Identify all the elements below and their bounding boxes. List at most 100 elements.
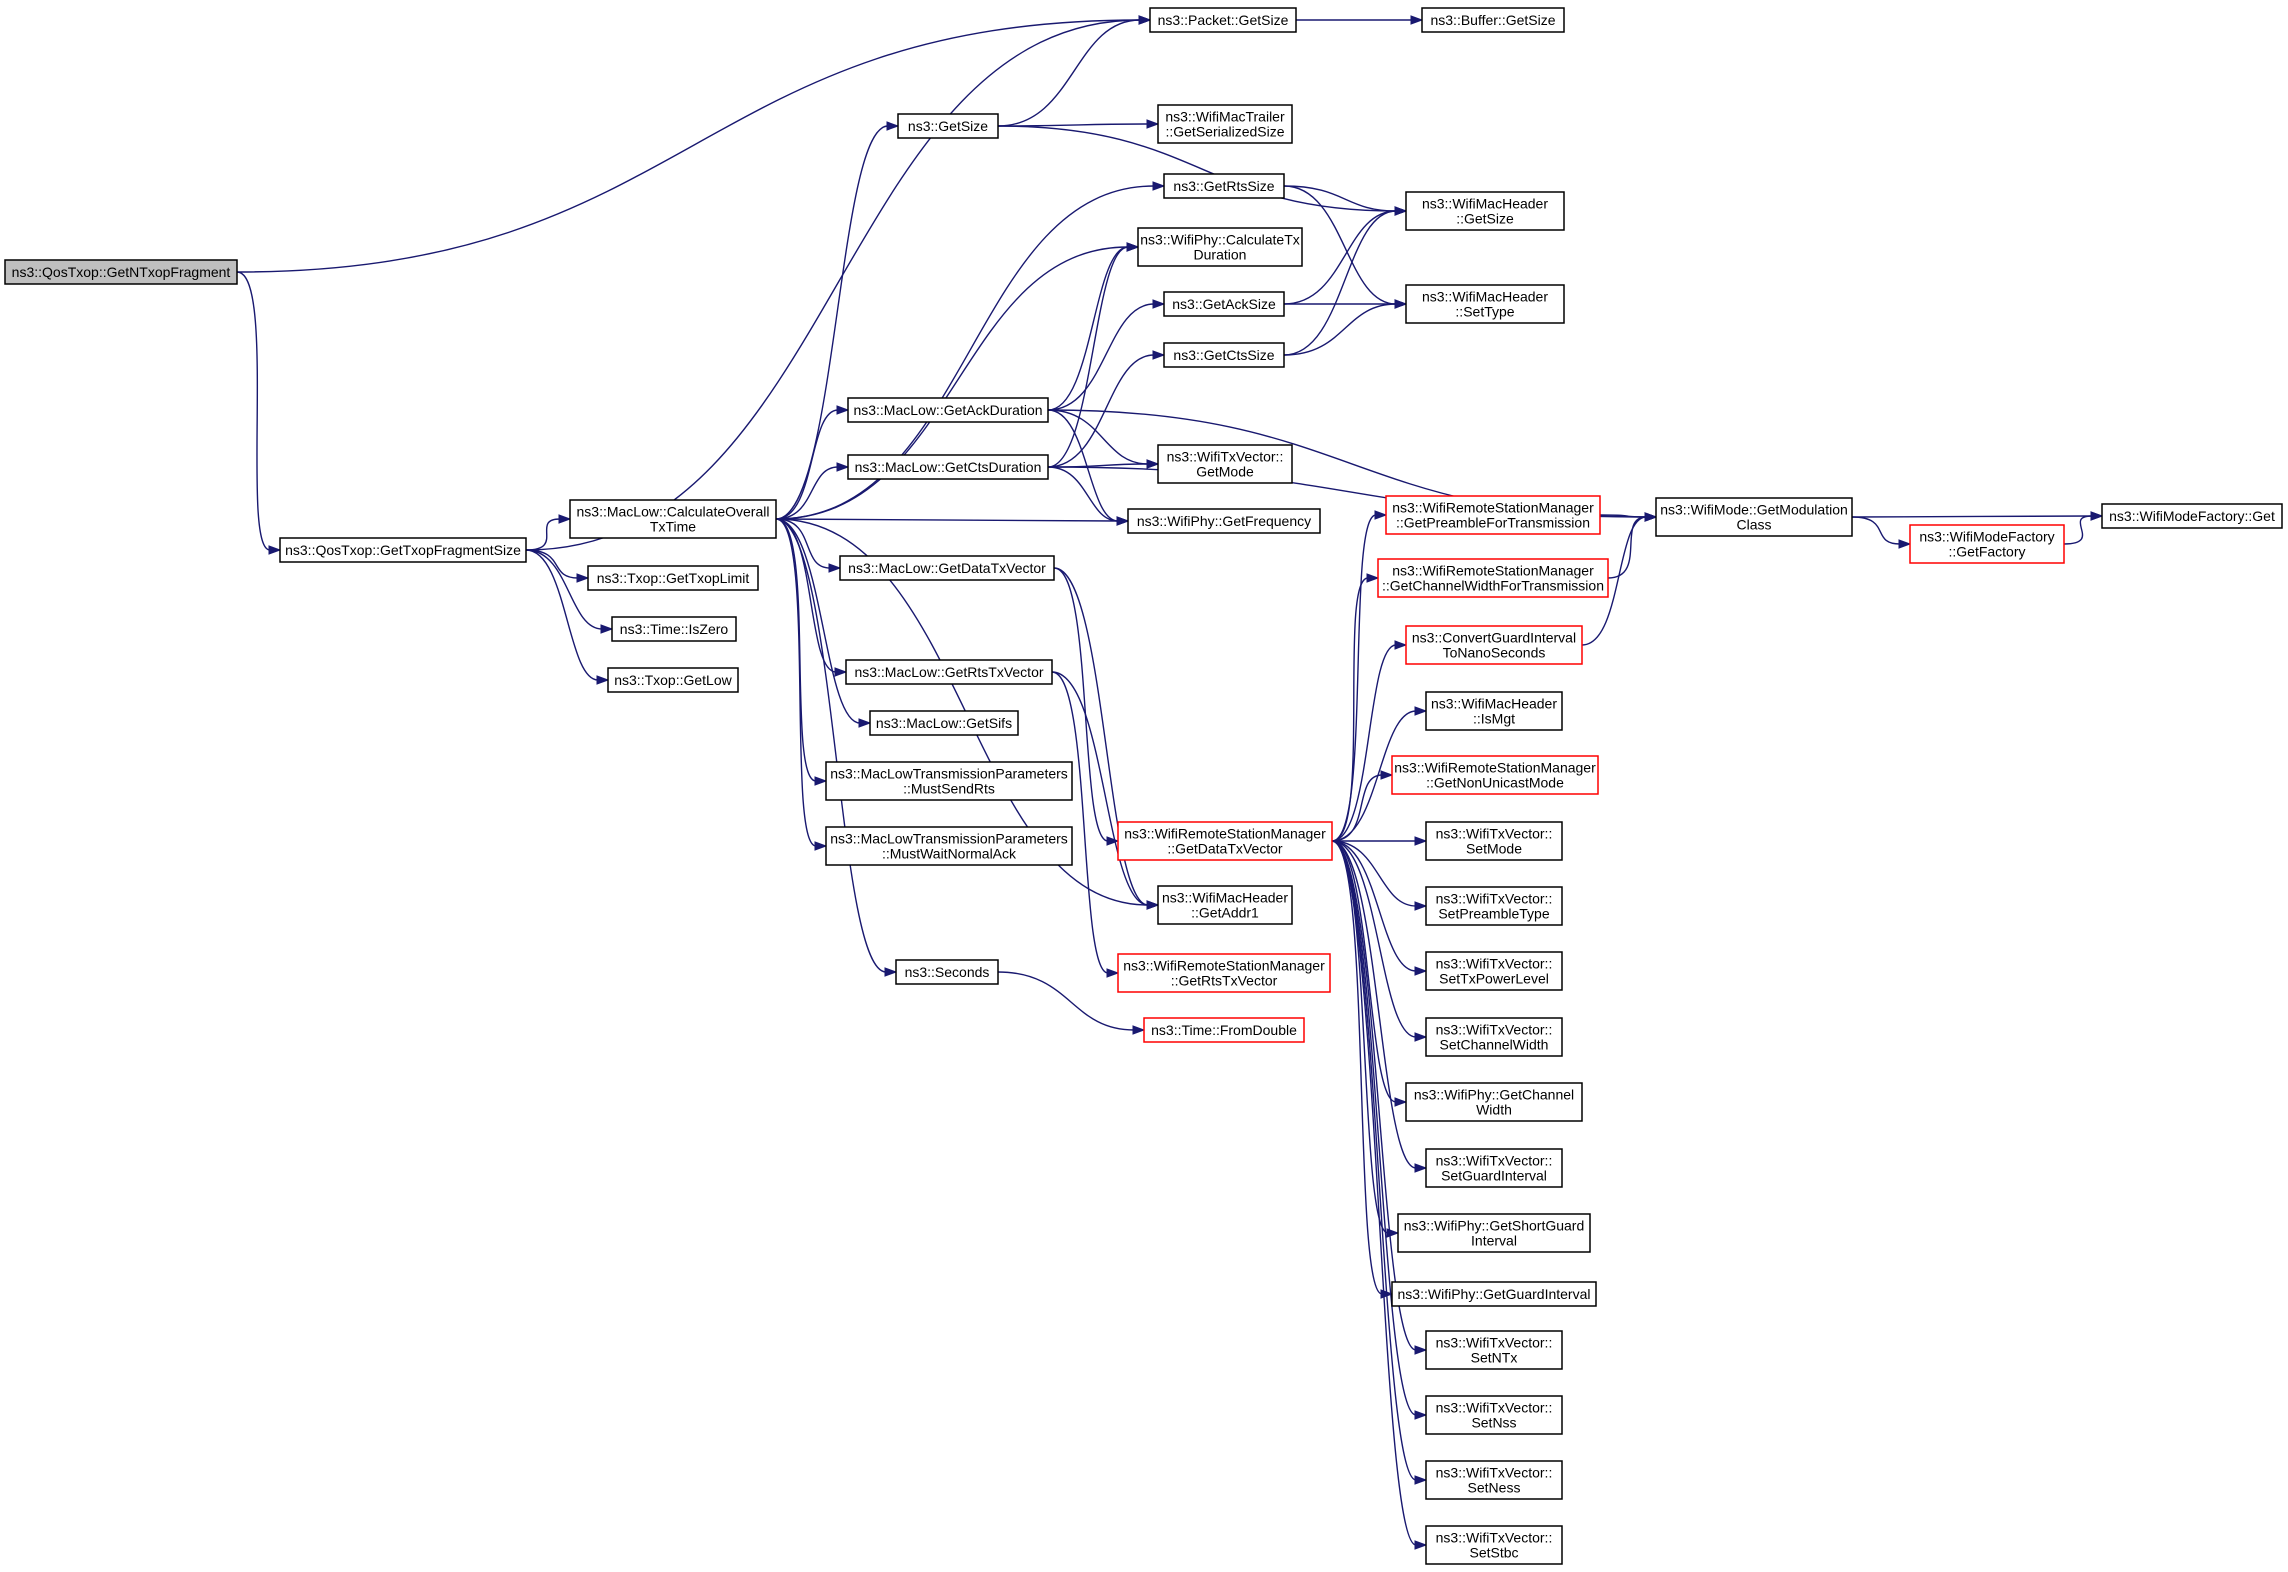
- function-node[interactable]: ns3::WifiTxVector::SetNss: [1425, 1395, 1563, 1435]
- function-node[interactable]: ns3::GetAckSize: [1163, 291, 1285, 317]
- function-node[interactable]: ns3::MacLowTransmissionParameters::MustW…: [825, 826, 1073, 866]
- function-node[interactable]: ns3::WifiModeFactory::GetFactory: [1909, 524, 2065, 564]
- node-label: ns3::WifiTxVector::: [1436, 891, 1553, 907]
- call-edge: [775, 462, 850, 520]
- function-node[interactable]: ns3::WifiModeFactory::Get: [2101, 503, 2283, 529]
- edge-arrowhead: [1374, 510, 1388, 520]
- node-label: ns3::WifiTxVector::: [1436, 956, 1553, 972]
- function-node[interactable]: ns3::WifiMacHeader::SetType: [1405, 284, 1565, 324]
- node-box: [1143, 1017, 1305, 1043]
- function-node[interactable]: ns3::WifiRemoteStationManager::GetRtsTxV…: [1117, 953, 1331, 993]
- node-label: ns3::WifiMode::GetModulation: [1660, 502, 1848, 518]
- edge-arrowhead: [268, 545, 282, 555]
- node-label: ns3::WifiPhy::GetFrequency: [1137, 513, 1311, 529]
- function-node[interactable]: ns3::GetRtsSize: [1163, 173, 1285, 199]
- node-label: ::IsMgt: [1473, 711, 1515, 727]
- function-node[interactable]: ns3::WifiTxVector::GetMode: [1157, 444, 1293, 484]
- edge-arrowhead: [1414, 1410, 1428, 1420]
- node-label: ns3::WifiTxVector::: [1436, 1335, 1553, 1351]
- function-node[interactable]: ns3::WifiTxVector::SetNTx: [1425, 1330, 1563, 1370]
- function-node[interactable]: ns3::WifiTxVector::SetMode: [1425, 821, 1563, 861]
- call-edge: [525, 549, 610, 685]
- function-node[interactable]: ns3::MacLowTransmissionParameters::MustS…: [825, 761, 1073, 801]
- node-box: [1425, 1525, 1563, 1565]
- node-label: ns3::MacLow::GetCtsDuration: [855, 459, 1042, 475]
- function-node[interactable]: ns3::WifiTxVector::SetPreambleType: [1425, 886, 1563, 926]
- function-node[interactable]: ns3::WifiRemoteStationManager::GetNonUni…: [1391, 755, 1599, 795]
- function-node[interactable]: ns3::WifiMacHeader::GetAddr1: [1157, 885, 1293, 925]
- function-node[interactable]: ns3::WifiPhy::GetGuardInterval: [1391, 1281, 1597, 1307]
- node-label: ns3::WifiRemoteStationManager: [1394, 760, 1596, 776]
- function-node[interactable]: ns3::Seconds: [895, 959, 999, 985]
- function-node[interactable]: ns3::WifiTxVector::SetTxPowerLevel: [1425, 951, 1563, 991]
- node-label: TxTime: [650, 519, 696, 535]
- node-box: [1421, 7, 1565, 33]
- node-label: ns3::Time::FromDouble: [1151, 1022, 1297, 1038]
- edge-line: [1331, 577, 1369, 842]
- edge-arrowhead: [1366, 573, 1380, 583]
- node-label: ns3::WifiMacHeader: [1422, 289, 1548, 305]
- function-node[interactable]: ns3::Txop::GetTxopLimit: [587, 565, 759, 591]
- edge-line: [1331, 840, 1417, 907]
- node-label: ns3::WifiRemoteStationManager: [1124, 826, 1326, 842]
- call-edge: [525, 514, 572, 551]
- node-label: ns3::WifiTxVector::: [1436, 1465, 1553, 1481]
- function-node[interactable]: ns3::GetCtsSize: [1163, 342, 1285, 368]
- node-box: [1127, 508, 1321, 534]
- call-edge: [1331, 840, 1428, 911]
- node-label: ns3::WifiMacHeader: [1422, 196, 1548, 212]
- call-edge: [775, 518, 848, 677]
- call-edge: [1047, 350, 1166, 468]
- call-edge: [525, 549, 590, 583]
- edge-arrowhead: [1146, 459, 1160, 469]
- function-node[interactable]: ns3::MacLow::GetSifs: [869, 710, 1019, 736]
- edge-line: [1051, 671, 1109, 974]
- function-node[interactable]: ns3::WifiRemoteStationManager::GetPreamb…: [1385, 495, 1601, 535]
- edge-arrowhead: [1152, 181, 1166, 191]
- edge-line: [1283, 210, 1397, 356]
- node-label: ns3::Time::IsZero: [620, 621, 729, 637]
- function-node[interactable]: ns3::Packet::GetSize: [1149, 7, 1297, 33]
- node-box: [1405, 284, 1565, 324]
- function-node[interactable]: ns3::WifiRemoteStationManager::GetChanne…: [1377, 558, 1609, 598]
- edge-line: [1047, 409, 1149, 465]
- function-node[interactable]: ns3::Buffer::GetSize: [1421, 7, 1565, 33]
- function-node[interactable]: ns3::MacLow::GetDataTxVector: [839, 555, 1055, 581]
- node-box: [869, 710, 1019, 736]
- function-node[interactable]: ns3::Time::IsZero: [611, 616, 737, 642]
- function-node[interactable]: ns3::WifiTxVector::SetChannelWidth: [1425, 1017, 1563, 1057]
- call-edge: [2063, 511, 2104, 545]
- function-node[interactable]: ns3::WifiTxVector::SetStbc: [1425, 1525, 1563, 1565]
- function-node[interactable]: ns3::WifiMacHeader::GetSize: [1405, 191, 1565, 231]
- function-node[interactable]: ns3::MacLow::GetAckDuration: [847, 397, 1049, 423]
- function-node[interactable]: ns3::MacLow::GetCtsDuration: [847, 454, 1049, 480]
- node-label: ns3::GetCtsSize: [1173, 347, 1274, 363]
- function-node[interactable]: ns3::WifiPhy::GetFrequency: [1127, 508, 1321, 534]
- node-box: [1385, 495, 1601, 535]
- function-node[interactable]: ns3::QosTxop::GetNTxopFragment: [4, 259, 238, 285]
- function-node[interactable]: ns3::WifiMacHeader::IsMgt: [1425, 691, 1563, 731]
- function-node[interactable]: ns3::QosTxop::GetTxopFragmentSize: [279, 537, 527, 563]
- function-node[interactable]: ns3::WifiRemoteStationManager::GetDataTx…: [1117, 821, 1333, 861]
- function-node[interactable]: ns3::MacLow::GetRtsTxVector: [845, 659, 1053, 685]
- edge-line: [1331, 840, 1417, 1351]
- call-edge: [1331, 840, 1428, 1173]
- node-label: ::GetFactory: [1948, 544, 2025, 560]
- function-node[interactable]: ns3::Time::FromDouble: [1143, 1017, 1305, 1043]
- function-node[interactable]: ns3::WifiTxVector::SetGuardInterval: [1425, 1148, 1563, 1188]
- node-box: [1655, 497, 1853, 537]
- function-node[interactable]: ns3::WifiPhy::GetChannelWidth: [1405, 1082, 1583, 1122]
- function-node[interactable]: ns3::WifiTxVector::SetNess: [1425, 1460, 1563, 1500]
- call-edge: [1331, 640, 1408, 842]
- node-label: ns3::WifiMacHeader: [1431, 696, 1557, 712]
- edge-arrowhead: [1146, 119, 1160, 129]
- node-label: ns3::Txop::GetTxopLimit: [597, 570, 750, 586]
- function-node[interactable]: ns3::Txop::GetLow: [607, 667, 739, 693]
- function-node[interactable]: ns3::GetSize: [897, 113, 999, 139]
- function-node[interactable]: ns3::WifiMacTrailer::GetSerializedSize: [1157, 104, 1293, 144]
